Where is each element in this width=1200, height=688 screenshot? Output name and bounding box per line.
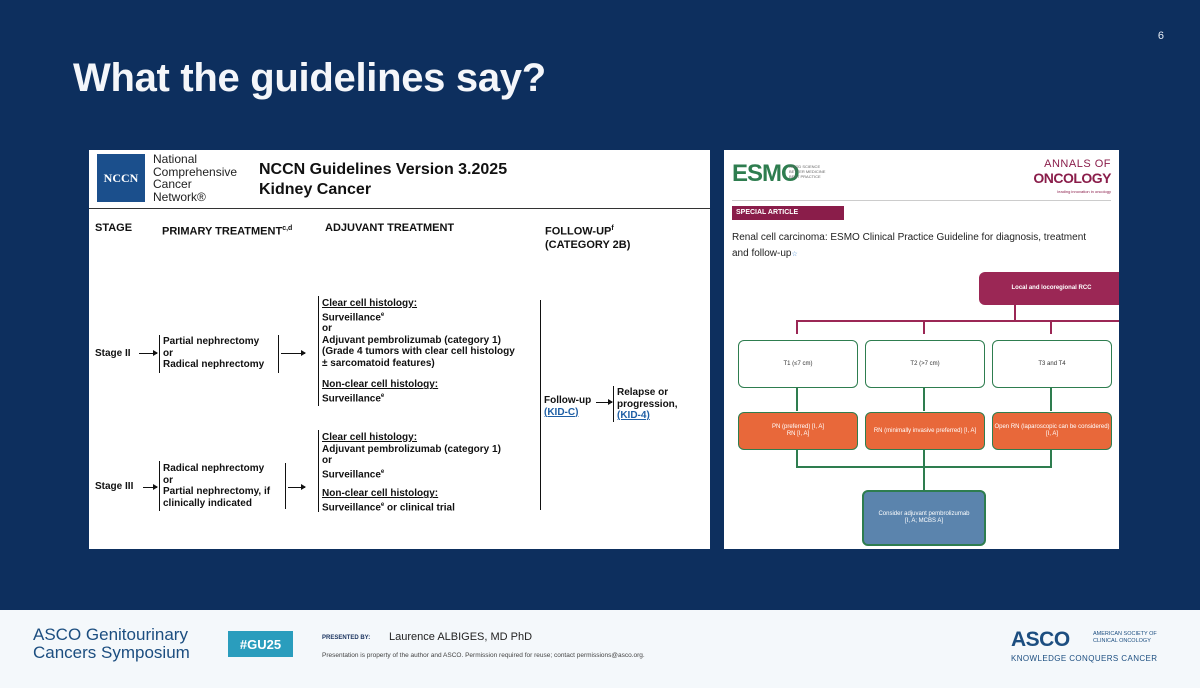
arrow-icon: [139, 350, 158, 356]
header-primary: PRIMARY TREATMENTc,d: [162, 225, 293, 238]
bracket: [318, 296, 319, 406]
bracket: [318, 430, 319, 512]
bracket: [159, 335, 160, 373]
footer: ASCO Genitourinary Cancers Symposium #GU…: [0, 610, 1200, 688]
nccn-logo: NCCN: [97, 154, 145, 202]
connector: [796, 320, 1119, 322]
slide-title: What the guidelines say?: [73, 56, 546, 100]
stage2-primary: Partial nephrectomy or Radical nephrecto…: [163, 336, 265, 370]
header-stage: STAGE: [95, 222, 133, 234]
connector: [796, 449, 798, 467]
connector: [796, 320, 798, 334]
connector: [923, 320, 925, 334]
divider: [89, 208, 710, 209]
connector: [796, 387, 798, 411]
bracket: [613, 386, 614, 422]
connector: [923, 449, 925, 467]
bracket: [159, 461, 160, 511]
arrow-icon: [281, 350, 306, 356]
flow-option-t3: Open RN (laparoscopic can be considered)…: [992, 412, 1112, 450]
asco-full-name: AMERICAN SOCIETY OF CLINICAL ONCOLOGY: [1093, 631, 1157, 644]
arrow-icon: [288, 484, 306, 490]
flow-option-t1: PN (preferred) [I, A]RN [I, A]: [738, 412, 858, 450]
stage2-adjuvant: Clear cell histology: Surveillancee or A…: [322, 298, 515, 405]
flow-root: Local and locoregional RCC: [979, 272, 1119, 305]
special-article-badge: SPECIAL ARTICLE: [732, 206, 844, 220]
header-followup: FOLLOW-UPf(CATEGORY 2B): [545, 225, 631, 251]
annals-of-oncology-logo: ANNALS OF ONCOLOGY leading innovation in…: [1033, 158, 1111, 194]
nccn-guideline-panel: NCCN National Comprehensive Cancer Netwo…: [89, 150, 710, 549]
presented-by-label: PRESENTED BY:: [322, 635, 371, 641]
symposium-logo: ASCO Genitourinary Cancers Symposium: [33, 625, 190, 662]
slide-number: 6: [1157, 30, 1164, 42]
esmo-guideline-panel: ESMO GOOD SCIENCE BETTER MEDICINE BEST P…: [724, 150, 1119, 549]
header-adjuvant: ADJUVANT TREATMENT: [325, 222, 455, 234]
asco-logo: ASCO: [1011, 628, 1070, 651]
arrow-icon: [143, 484, 158, 490]
flow-t3: T3 and T4: [992, 340, 1112, 388]
bracket: [540, 300, 541, 510]
divider: [732, 200, 1111, 201]
stage3-label: Stage III: [95, 481, 134, 492]
connector: [923, 466, 925, 490]
hashtag-badge: #GU25: [228, 631, 293, 657]
esmo-logo: ESMO: [732, 160, 800, 187]
relapse-cell: Relapse or progression, (KID-4): [617, 387, 678, 421]
arrow-icon: [596, 399, 613, 405]
nccn-org-name: National Comprehensive Cancer Network®: [153, 152, 238, 204]
esmo-tagline: GOOD SCIENCE BETTER MEDICINE BEST PRACTI…: [789, 164, 826, 179]
flow-t2: T2 (>7 cm): [865, 340, 985, 388]
asco-tagline: KNOWLEDGE CONQUERS CANCER: [1011, 654, 1158, 663]
stage2-label: Stage II: [95, 348, 131, 359]
stage3-adjuvant: Clear cell histology: Adjuvant pembroliz…: [322, 432, 501, 514]
kid-c-link[interactable]: (KID-C): [544, 406, 579, 418]
stage3-primary: Radical nephrectomy or Partial nephrecto…: [163, 463, 271, 509]
slide: 6 What the guidelines say? NCCN National…: [73, 30, 1164, 549]
flow-adjuvant: Consider adjuvant pembrolizumab[I, A; MC…: [862, 490, 986, 546]
flow-t1: T1 (≤7 cm): [738, 340, 858, 388]
flow-option-t2: RN (minimally invasive preferred) [I, A]: [865, 412, 985, 450]
kid-4-link[interactable]: (KID-4): [617, 410, 650, 421]
disclaimer: Presentation is property of the author a…: [322, 652, 645, 659]
followup-cell: Follow-up (KID-C): [544, 395, 592, 418]
connector: [1014, 305, 1016, 321]
bracket: [285, 463, 286, 509]
bracket: [278, 335, 279, 373]
connector: [1050, 387, 1052, 411]
nccn-title: NCCN Guidelines Version 3.2025 Kidney Ca…: [259, 161, 508, 198]
connector: [1050, 449, 1052, 467]
presenter-name: Laurence ALBIGES, MD PhD: [389, 631, 533, 643]
star-icon: ☆: [791, 251, 798, 258]
article-title: Renal cell carcinoma: ESMO Clinical Prac…: [732, 232, 1087, 259]
connector: [923, 387, 925, 411]
connector: [1050, 320, 1052, 334]
